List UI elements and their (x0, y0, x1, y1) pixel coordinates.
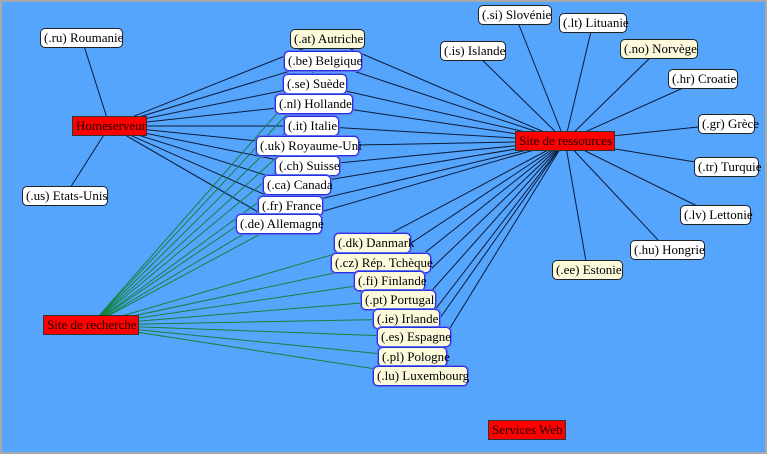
edge-home-us (64, 125, 110, 197)
edge-search-ie (90, 318, 407, 326)
edge-search-de (90, 223, 280, 326)
edge-home-fr (109, 125, 291, 207)
hub-site-de-recherche[interactable]: Site de recherche (43, 315, 139, 335)
edge-res-es (413, 140, 566, 338)
edge-res-ie (406, 140, 566, 320)
country-node-pl[interactable]: (.pl) Pologne (378, 347, 450, 367)
country-node-fi[interactable]: (.fi) Finlande (354, 271, 427, 291)
hub-homeserveur[interactable]: Homeserveur (72, 116, 147, 136)
edge-res-hu (564, 140, 668, 251)
edge-res-no (564, 48, 660, 142)
country-node-si[interactable]: (.si) Slovénie (478, 5, 552, 25)
edge-search-es (90, 324, 415, 338)
country-node-fr[interactable]: (.fr) France (258, 196, 323, 216)
country-node-de[interactable]: (.de) Allemagne (236, 214, 324, 234)
edge-search-se (90, 83, 316, 326)
edge-search-lu (90, 324, 421, 377)
country-node-no[interactable]: (.no) Norvège (620, 39, 698, 59)
edge-home-ru (81, 37, 110, 127)
country-node-at[interactable]: (.at) Autriche (290, 29, 365, 49)
edge-res-be (322, 60, 566, 142)
edge-res-si (514, 14, 566, 142)
hub-site-de-ressources[interactable]: Site de ressources (515, 131, 615, 151)
edge-search-dk (90, 242, 373, 326)
edge-search-it (90, 125, 312, 326)
edge-res-pt (398, 140, 566, 301)
edge-home-be (109, 60, 324, 127)
country-node-be[interactable]: (.be) Belgique (284, 51, 362, 71)
country-node-lu[interactable]: (.lu) Luxembourg (373, 366, 469, 386)
edge-search-cz (90, 262, 382, 326)
edge-res-hr (564, 78, 704, 142)
edge-res-lv (564, 140, 716, 216)
country-node-gr[interactable]: (.gr) Grèce (698, 114, 759, 134)
country-node-is[interactable]: (.is) Islande (440, 41, 506, 61)
country-node-dk[interactable]: (.dk) Danmark (334, 233, 415, 253)
country-node-lv[interactable]: (.lv) Lettonie (680, 205, 753, 225)
country-node-hu[interactable]: (.hu) Hongrie (630, 240, 705, 260)
country-node-us[interactable]: (.us) Etats-Unis (22, 186, 108, 206)
country-node-es[interactable]: (.es) Espagne (377, 327, 451, 347)
country-node-ca[interactable]: (.ca) Canada (263, 175, 333, 195)
country-node-ru[interactable]: (.ru) Roumanie (40, 28, 123, 48)
edge-res-ee (564, 140, 588, 271)
country-node-tr[interactable]: (.tr) Turquie (694, 157, 762, 177)
edge-res-is (472, 50, 566, 142)
country-node-cz[interactable]: (.cz) Rép. Tchèque (331, 253, 433, 273)
edge-search-pt (90, 299, 399, 326)
country-node-pt[interactable]: (.pt) Portugal (361, 290, 436, 310)
edge-res-fr (290, 140, 566, 207)
country-node-uk[interactable]: (.uk) Royaume-Uni (256, 136, 362, 156)
country-node-ee[interactable]: (.ee) Estonie (552, 260, 623, 280)
country-node-nl[interactable]: (.nl) Hollande (275, 94, 353, 114)
edge-res-dk (372, 140, 566, 244)
edge-search-fi (90, 280, 390, 326)
country-node-se[interactable]: (.se) Suède (283, 74, 347, 94)
country-node-hr[interactable]: (.hr) Croatie (668, 69, 738, 89)
hub-services-web[interactable]: Services Web (488, 420, 566, 440)
country-node-it[interactable]: (.it) Italie (284, 116, 339, 136)
edge-res-lt (564, 22, 594, 142)
edge-res-at (327, 38, 566, 142)
country-node-lt[interactable]: (.lt) Lituanie (559, 13, 629, 33)
country-node-ch[interactable]: (.ch) Suisse (275, 156, 340, 176)
edge-res-de (278, 140, 566, 225)
edge-search-pl (90, 324, 413, 358)
edge-res-cz (380, 140, 566, 264)
country-node-ie[interactable]: (.ie) Irlande (373, 309, 440, 329)
